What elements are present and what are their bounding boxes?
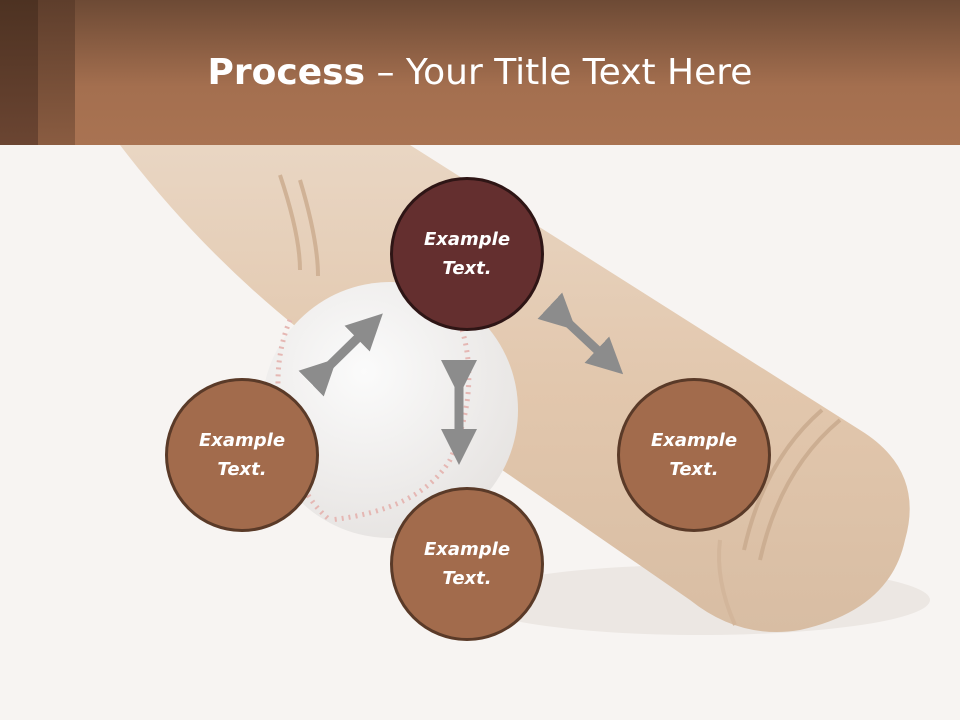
- header-stripe: [38, 0, 75, 145]
- header-stripe: [0, 0, 38, 145]
- title-bold: Process: [207, 52, 366, 93]
- node-right[interactable]: Example Text.: [617, 378, 771, 532]
- node-right-label: Example Text.: [650, 430, 738, 480]
- title-bar: [0, 0, 960, 145]
- node-left[interactable]: Example Text.: [165, 378, 319, 532]
- node-bottom-label: Example Text.: [423, 539, 511, 589]
- node-top[interactable]: Example Text.: [390, 177, 544, 331]
- title-rest: – Your Title Text Here: [365, 52, 753, 93]
- node-bottom[interactable]: Example Text.: [390, 487, 544, 641]
- node-top-label: Example Text.: [423, 229, 511, 279]
- slide-title: Process – Your Title Text Here: [0, 52, 960, 93]
- node-left-label: Example Text.: [198, 430, 286, 480]
